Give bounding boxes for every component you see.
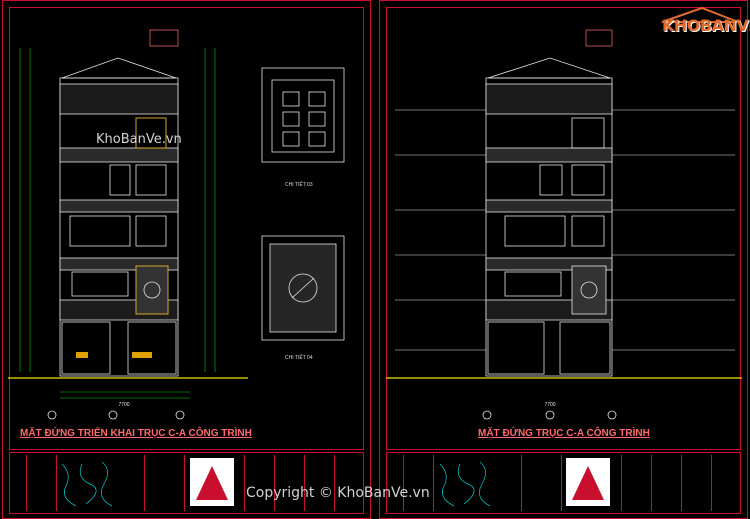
- company-logo-right: [566, 458, 610, 506]
- signature-scribbles: [61, 461, 491, 507]
- title-block-cell: [244, 455, 275, 511]
- drawing-frame-left: [9, 7, 364, 450]
- detail-04-drawing: [261, 235, 345, 341]
- logo-text: KHOBANVE: [662, 16, 750, 35]
- title-block-cell: [403, 455, 434, 511]
- title-block-company-logo: [184, 455, 245, 511]
- title-block-cell: [274, 455, 305, 511]
- title-block-cell: [144, 455, 185, 511]
- title-block-right: [386, 452, 741, 514]
- title-block-cell: [521, 455, 562, 511]
- title-block-cell: [304, 455, 335, 511]
- title-block-cell: [10, 455, 27, 511]
- title-block-signatures: [433, 455, 522, 511]
- dimension-text-right: 7700: [544, 402, 555, 408]
- detail-03-drawing: [261, 67, 345, 163]
- detail-03-label: CHI TIẾT 03: [285, 182, 313, 188]
- company-logo-left: [190, 458, 234, 506]
- title-block-company-logo: [561, 455, 622, 511]
- elevation-right: [482, 29, 617, 420]
- title-block-signatures: [56, 455, 145, 511]
- title-block-cell: [26, 455, 57, 511]
- title-block-cell: [681, 455, 712, 511]
- title-block-cell: [621, 455, 652, 511]
- title-block-cell: [651, 455, 682, 511]
- elevation-left: [19, 29, 216, 420]
- title-block-cell: [387, 455, 404, 511]
- watermark-center: KhoBanVe.vn: [96, 132, 182, 147]
- dimension-lines-left: [19, 48, 216, 399]
- house-icon: [661, 6, 739, 23]
- detail-04-label: CHI TIẾT 04: [285, 355, 313, 361]
- dimension-text-left: 7700: [118, 402, 129, 408]
- level-markers-right: [395, 109, 735, 351]
- khobanve-logo: KHOBANVE: [652, 6, 750, 42]
- sheet-title-right: MẶT ĐỨNG TRỤC C-A CÔNG TRÌNH: [478, 428, 650, 439]
- watermark-footer: Copyright © KhoBanVe.vn: [246, 485, 430, 501]
- drawing-frame-right: [386, 7, 741, 450]
- sheet-title-left: MẶT ĐỨNG TRIỂN KHAI TRỤC C-A CÔNG TRÌNH: [20, 428, 252, 439]
- title-block-left: [9, 452, 364, 514]
